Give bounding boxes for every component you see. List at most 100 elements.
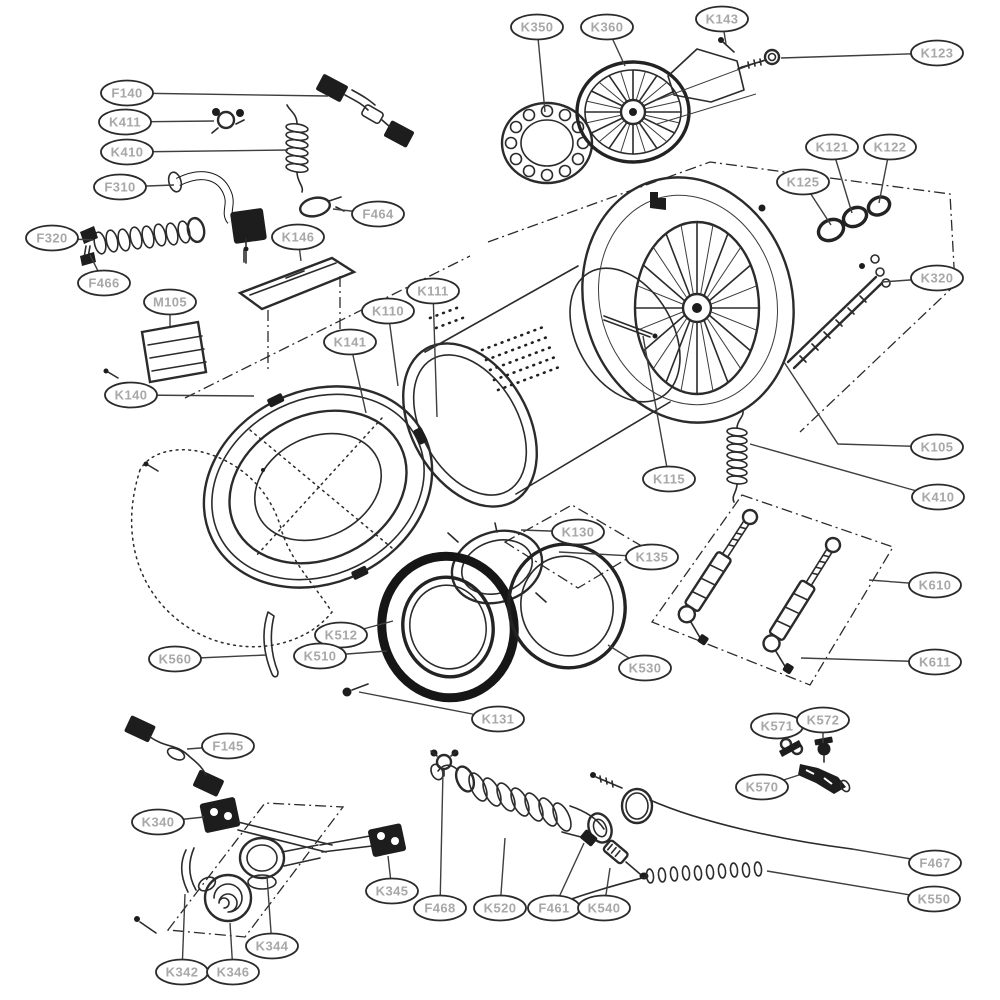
callout-bubble[interactable]: [201, 732, 255, 760]
bolt-k131: [342, 683, 369, 697]
callout-bubble[interactable]: [361, 297, 415, 325]
callout-K410-left[interactable]: K410: [100, 138, 289, 166]
callout-F461[interactable]: F461: [527, 842, 585, 922]
callout-K130[interactable]: K130: [520, 518, 605, 546]
callout-bubble[interactable]: [863, 133, 917, 161]
callout-bubble[interactable]: [143, 288, 197, 316]
callout-bubble[interactable]: [351, 200, 405, 228]
callout-bubble[interactable]: [131, 808, 185, 836]
callout-bubble[interactable]: [911, 483, 965, 511]
callout-K320[interactable]: K320: [881, 264, 964, 292]
callout-bubble[interactable]: [471, 705, 525, 733]
callout-bubble[interactable]: [908, 571, 962, 599]
callout-bubble[interactable]: [206, 958, 260, 986]
callout-bubble[interactable]: [907, 885, 961, 913]
callout-K111[interactable]: K111: [406, 277, 460, 418]
callout-K540[interactable]: K540: [577, 867, 631, 922]
callout-bubble[interactable]: [100, 138, 154, 166]
callout-bubble[interactable]: [293, 642, 347, 670]
callout-K411[interactable]: K411: [98, 108, 215, 136]
callout-F310[interactable]: F310: [93, 173, 175, 201]
callout-bubble[interactable]: [735, 773, 789, 801]
callout-K550[interactable]: K550: [766, 870, 961, 913]
callout-K570[interactable]: K570: [735, 773, 800, 801]
callout-F140[interactable]: F140: [100, 79, 329, 107]
callout-M105[interactable]: M105: [143, 288, 197, 327]
callout-K530[interactable]: K530: [607, 644, 672, 682]
callout-K105[interactable]: K105: [783, 361, 964, 461]
callout-bubble[interactable]: [93, 173, 147, 201]
callout-K140[interactable]: K140: [104, 381, 255, 409]
callout-bubble[interactable]: [100, 79, 154, 107]
callout-label: K320: [921, 271, 954, 286]
callout-K571[interactable]: K571: [750, 712, 804, 742]
callout-bubble[interactable]: [776, 168, 830, 196]
callout-K122[interactable]: K122: [863, 133, 917, 204]
callout-K131[interactable]: K131: [358, 691, 525, 733]
callout-K350[interactable]: K350: [510, 13, 564, 113]
callout-bubble[interactable]: [805, 133, 859, 161]
callout-K123[interactable]: K123: [780, 39, 964, 67]
callout-K345[interactable]: K345: [365, 855, 419, 905]
callout-K146[interactable]: K146: [271, 223, 325, 262]
callout-bubble[interactable]: [642, 465, 696, 493]
callout-bubble[interactable]: [104, 381, 158, 409]
callout-bubble[interactable]: [908, 648, 962, 676]
callout-K512[interactable]: K512: [314, 620, 394, 649]
callout-bubble[interactable]: [796, 706, 850, 734]
callout-K410-right[interactable]: K410: [749, 443, 965, 511]
callout-label: K123: [921, 46, 954, 61]
callout-K346[interactable]: K346: [206, 922, 260, 986]
callout-K560[interactable]: K560: [148, 645, 267, 673]
callout-K143[interactable]: K143: [695, 5, 749, 45]
callout-bubble[interactable]: [910, 433, 964, 461]
callout-bubble[interactable]: [618, 654, 672, 682]
callout-F468[interactable]: F468: [413, 770, 467, 922]
callout-K340[interactable]: K340: [131, 808, 205, 836]
callout-F467[interactable]: F467: [851, 848, 962, 877]
callout-bubble[interactable]: [245, 932, 299, 960]
callout-bubble[interactable]: [473, 894, 527, 922]
callout-bubble[interactable]: [25, 224, 79, 252]
callout-bubble[interactable]: [695, 5, 749, 33]
callout-K510[interactable]: K510: [293, 642, 388, 670]
callout-K135[interactable]: K135: [558, 543, 679, 571]
callout-bubble[interactable]: [406, 277, 460, 305]
callout-K115[interactable]: K115: [642, 335, 696, 493]
callout-K360[interactable]: K360: [580, 13, 634, 67]
callout-F464[interactable]: F464: [332, 200, 405, 228]
callout-bubble[interactable]: [580, 13, 634, 41]
callout-bubble[interactable]: [77, 269, 131, 297]
fitting-k571: [779, 737, 804, 757]
callout-bubble[interactable]: [413, 894, 467, 922]
callout-label: K115: [653, 472, 685, 487]
callout-K121[interactable]: K121: [805, 133, 859, 214]
callout-K572[interactable]: K572: [796, 706, 850, 744]
callout-leader-line: [432, 290, 438, 418]
callout-K125[interactable]: K125: [776, 168, 832, 226]
callout-bubble[interactable]: [365, 877, 419, 905]
callout-bubble[interactable]: [323, 328, 377, 356]
callout-K110[interactable]: K110: [361, 297, 415, 387]
callout-K520[interactable]: K520: [473, 837, 527, 922]
callout-bubble[interactable]: [98, 108, 152, 136]
callout-F145[interactable]: F145: [186, 732, 255, 760]
callout-K141[interactable]: K141: [323, 328, 377, 414]
callout-F466[interactable]: F466: [77, 254, 131, 297]
callout-K611[interactable]: K611: [800, 648, 962, 676]
callout-bubble[interactable]: [510, 13, 564, 41]
callout-bubble[interactable]: [625, 543, 679, 571]
callout-K342[interactable]: K342: [155, 893, 209, 986]
callout-bubble[interactable]: [551, 518, 605, 546]
callout-bubble[interactable]: [271, 223, 325, 251]
callout-F320[interactable]: F320: [25, 224, 94, 252]
callout-K610[interactable]: K610: [868, 571, 962, 599]
callout-bubble[interactable]: [910, 264, 964, 292]
callout-bubble[interactable]: [577, 894, 631, 922]
callout-bubble[interactable]: [314, 621, 368, 649]
callout-bubble[interactable]: [908, 849, 962, 877]
callout-bubble[interactable]: [148, 645, 202, 673]
callout-bubble[interactable]: [910, 39, 964, 67]
callout-K344[interactable]: K344: [245, 875, 299, 960]
callout-label: M105: [153, 295, 187, 310]
